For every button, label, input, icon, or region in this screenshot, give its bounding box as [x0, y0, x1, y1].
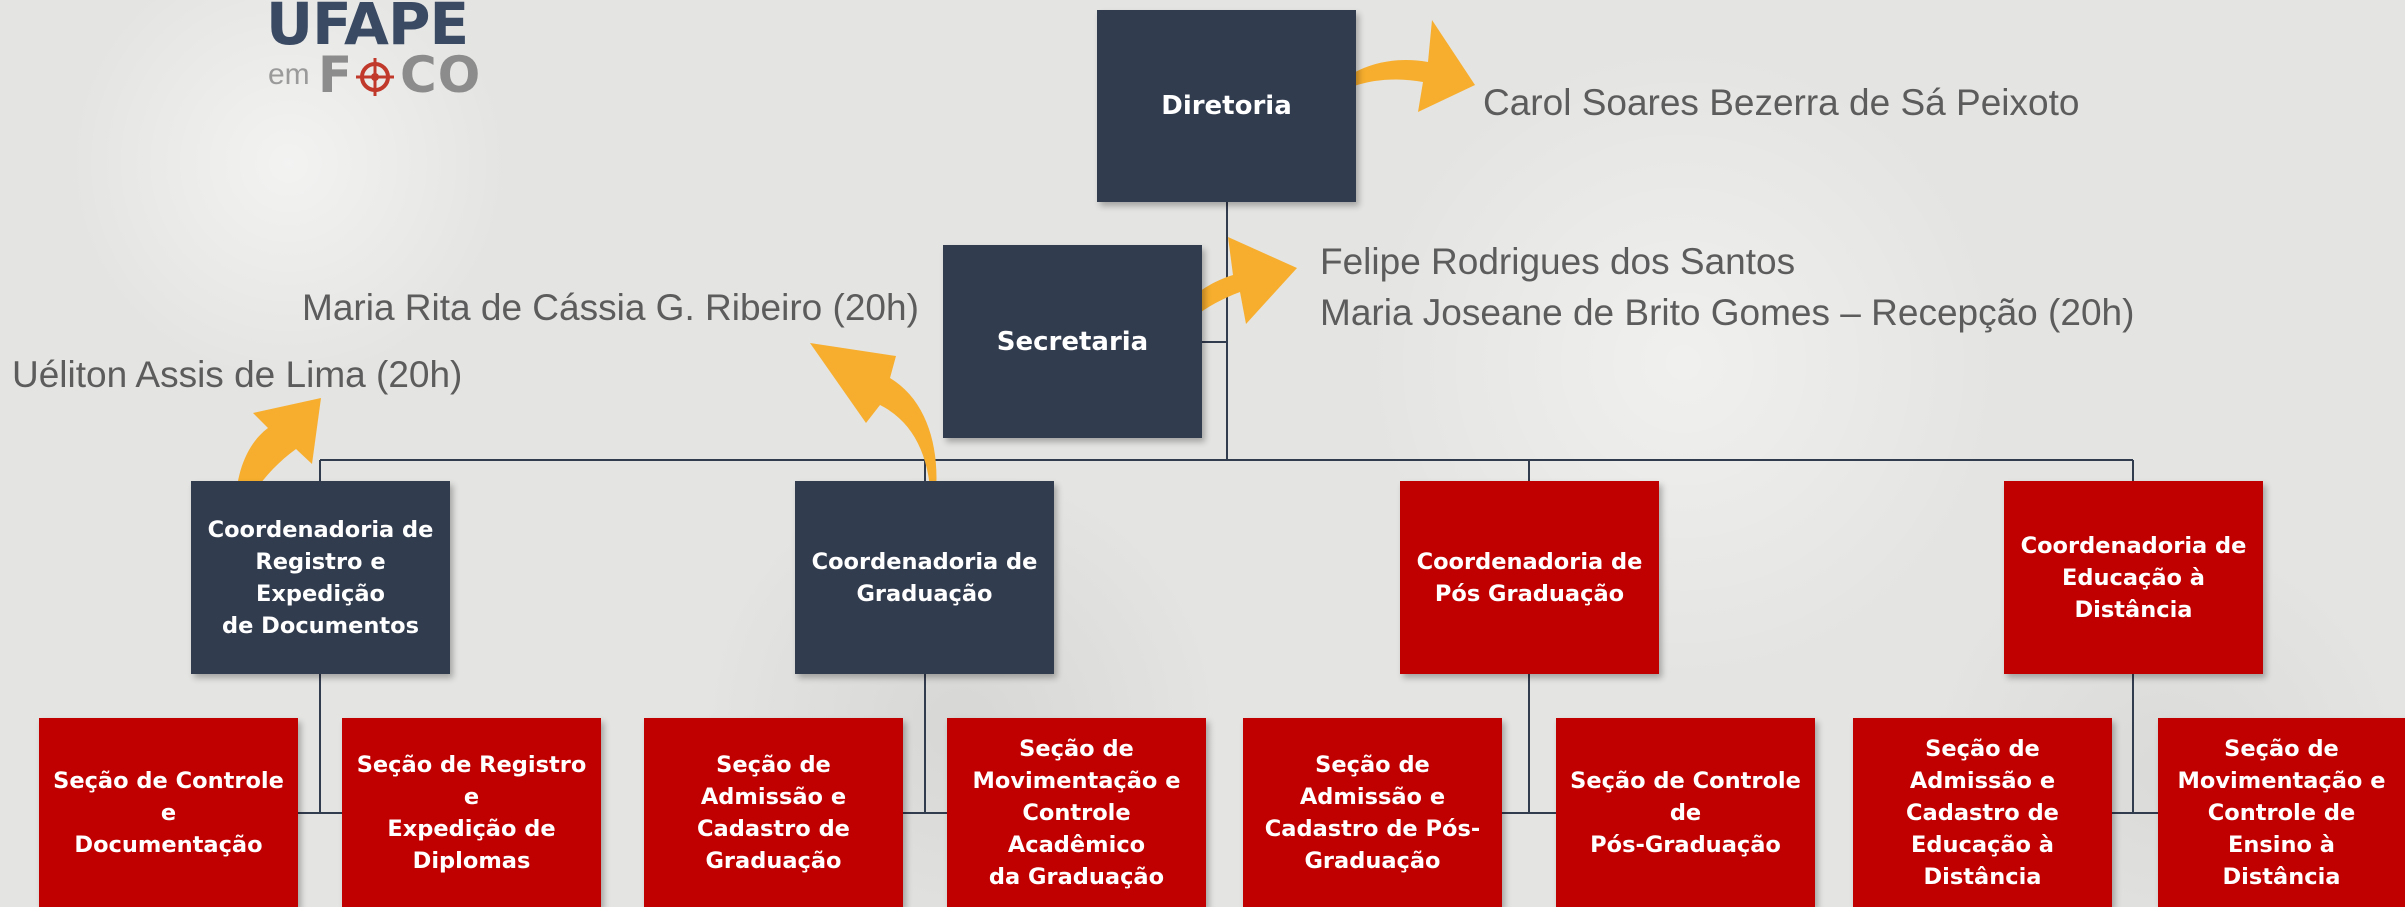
node-secao-controle-pos: Seção de Controle de Pós-Graduação	[1556, 718, 1815, 907]
logo-foco-f: F	[318, 46, 354, 104]
person-secretaria-2: Maria Joseane de Brito Gomes – Recepção …	[1320, 292, 2135, 333]
node-secao-admissao-grad-label: Seção de Admissão e Cadastro de Graduaçã…	[697, 751, 850, 874]
node-coord-pos-label: Coordenadoria de Pós Graduação	[1416, 548, 1643, 607]
node-secao-registro-diplomas: Seção de Registro e Expedição de Diploma…	[342, 718, 601, 907]
node-diretoria-label: Diretoria	[1161, 91, 1292, 121]
node-secao-controle-doc: Seção de Controle e Documentação	[39, 718, 298, 907]
person-graduacao: Maria Rita de Cássia G. Ribeiro (20h)	[302, 287, 919, 328]
node-coord-graduacao: Coordenadoria de Graduação	[795, 481, 1054, 674]
node-coord-registro: Coordenadoria de Registro e Expedição de…	[191, 481, 450, 674]
node-secretaria-label: Secretaria	[996, 326, 1149, 357]
logo-foco-co: CO	[400, 46, 482, 104]
node-secao-controle-pos-label: Seção de Controle de Pós-Graduação	[1570, 767, 1801, 858]
node-secao-mov-ead: Seção de Movimentação e Controle de Ensi…	[2158, 718, 2405, 907]
node-secao-registro-diplomas-label: Seção de Registro e Expedição de Diploma…	[356, 751, 587, 874]
person-secretaria-1: Felipe Rodrigues dos Santos	[1320, 241, 1796, 282]
node-secao-admissao-pos-label: Seção de Admissão e Cadastro de Pós- Gra…	[1264, 751, 1481, 874]
node-secao-admissao-pos: Seção de Admissão e Cadastro de Pós- Gra…	[1243, 718, 1502, 907]
logo-title: UFAPE	[266, 0, 469, 58]
node-coord-ead-label: Coordenadoria de Educação à Distância	[2020, 532, 2247, 623]
node-diretoria: Diretoria	[1097, 10, 1356, 202]
node-secao-mov-ead-label: Seção de Movimentação e Controle de Ensi…	[2177, 735, 2386, 890]
arrow-graduacao-icon	[810, 343, 937, 527]
target-icon	[356, 58, 394, 96]
logo-foco-text: F CO	[318, 46, 481, 104]
node-secao-admissao-grad: Seção de Admissão e Cadastro de Graduaçã…	[644, 718, 903, 907]
arrow-registro-icon	[235, 398, 321, 527]
node-secao-admissao-ead: Seção de Admissão e Cadastro de Educação…	[1853, 718, 2112, 907]
node-secretaria: Secretaria	[943, 245, 1202, 438]
node-coord-graduacao-label: Coordenadoria de Graduação	[811, 548, 1038, 607]
arrow-secretaria-icon	[1152, 237, 1297, 358]
node-coord-registro-label: Coordenadoria de Registro e Expedição de…	[207, 516, 434, 639]
arrow-diretoria-icon	[1315, 20, 1475, 112]
node-secao-controle-doc-label: Seção de Controle e Documentação	[53, 767, 284, 858]
person-registro: Uéliton Assis de Lima (20h)	[12, 354, 463, 395]
ufape-logo: UFAPE em F CO	[262, 0, 502, 110]
node-coord-ead: Coordenadoria de Educação à Distância	[2004, 481, 2263, 674]
logo-em-text: em	[268, 58, 310, 91]
node-secao-mov-grad-label: Seção de Movimentação e Controle Acadêmi…	[972, 735, 1181, 890]
node-secao-admissao-ead-label: Seção de Admissão e Cadastro de Educação…	[1906, 735, 2059, 890]
node-secao-mov-grad: Seção de Movimentação e Controle Acadêmi…	[947, 718, 1206, 907]
node-coord-pos: Coordenadoria de Pós Graduação	[1400, 481, 1659, 674]
person-diretoria: Carol Soares Bezerra de Sá Peixoto	[1483, 82, 2080, 123]
